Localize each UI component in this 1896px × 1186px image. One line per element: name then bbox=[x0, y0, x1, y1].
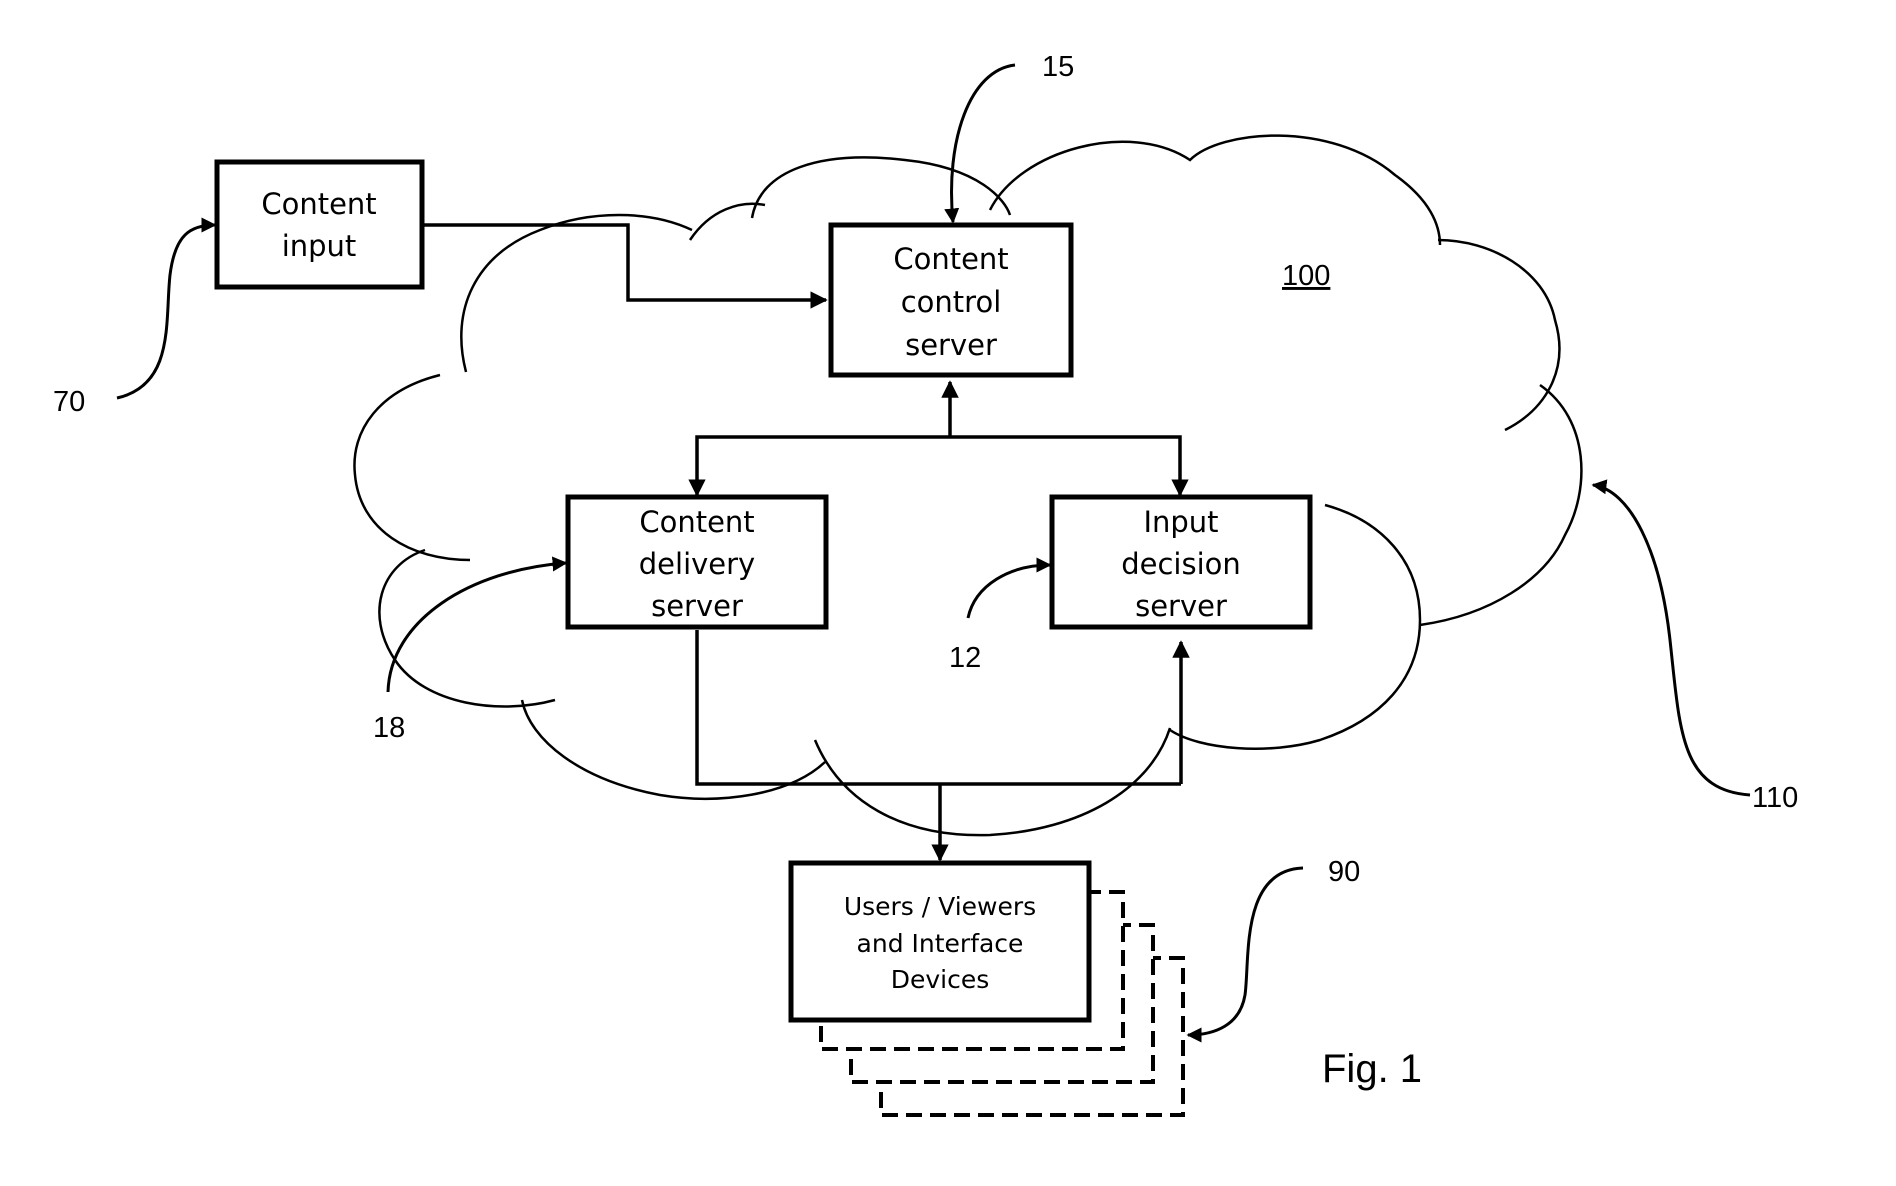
ref-18: 18 bbox=[373, 712, 405, 744]
leader-15 bbox=[944, 63, 1016, 224]
ref-12: 12 bbox=[949, 642, 981, 674]
reference-leaders bbox=[116, 63, 1751, 1043]
leader-18 bbox=[386, 556, 568, 693]
connector-trunk-to-decision bbox=[950, 435, 1189, 497]
ref-90: 90 bbox=[1328, 856, 1360, 888]
box-content-delivery-server: Content delivery server bbox=[565, 494, 829, 630]
decision-server-line-2: decision bbox=[1121, 547, 1241, 581]
leader-90 bbox=[1186, 866, 1304, 1043]
leader-70 bbox=[116, 217, 217, 400]
decision-server-line-1: Input bbox=[1143, 505, 1218, 539]
content-input-line-1: Content bbox=[261, 187, 376, 221]
ref-70: 70 bbox=[53, 386, 85, 418]
delivery-server-line-1: Content bbox=[639, 505, 754, 539]
control-server-line-2: control bbox=[901, 285, 1002, 319]
decision-server-line-3: server bbox=[1135, 589, 1227, 623]
connector-trunk-to-delivery bbox=[688, 435, 950, 497]
users-box-line-1: Users / Viewers bbox=[844, 892, 1036, 921]
ref-100: 100 bbox=[1282, 260, 1330, 292]
connectors bbox=[422, 223, 1190, 862]
box-content-control-server: Content control server bbox=[828, 222, 1074, 378]
box-input-decision-server: Input decision server bbox=[1049, 494, 1313, 630]
leader-12 bbox=[966, 557, 1052, 619]
content-input-line-2: input bbox=[282, 229, 357, 263]
delivery-server-line-2: delivery bbox=[639, 547, 755, 581]
delivery-server-line-3: server bbox=[651, 589, 743, 623]
users-box-line-2: and Interface bbox=[857, 929, 1024, 958]
users-box-line-3: Devices bbox=[891, 965, 990, 994]
ref-110: 110 bbox=[1752, 782, 1798, 814]
figure-label: Fig. 1 bbox=[1322, 1047, 1422, 1091]
connector-input-to-control bbox=[422, 223, 828, 309]
box-users-viewers: Users / Viewers and Interface Devices bbox=[788, 860, 1092, 1023]
leader-110 bbox=[1591, 479, 1751, 797]
control-server-line-3: server bbox=[905, 328, 997, 362]
network-cloud bbox=[353, 134, 1583, 837]
control-server-line-1: Content bbox=[893, 242, 1008, 276]
connector-delivery-to-bus bbox=[695, 630, 1181, 786]
ref-15: 15 bbox=[1042, 51, 1074, 83]
box-content-input: Content input bbox=[214, 159, 425, 290]
